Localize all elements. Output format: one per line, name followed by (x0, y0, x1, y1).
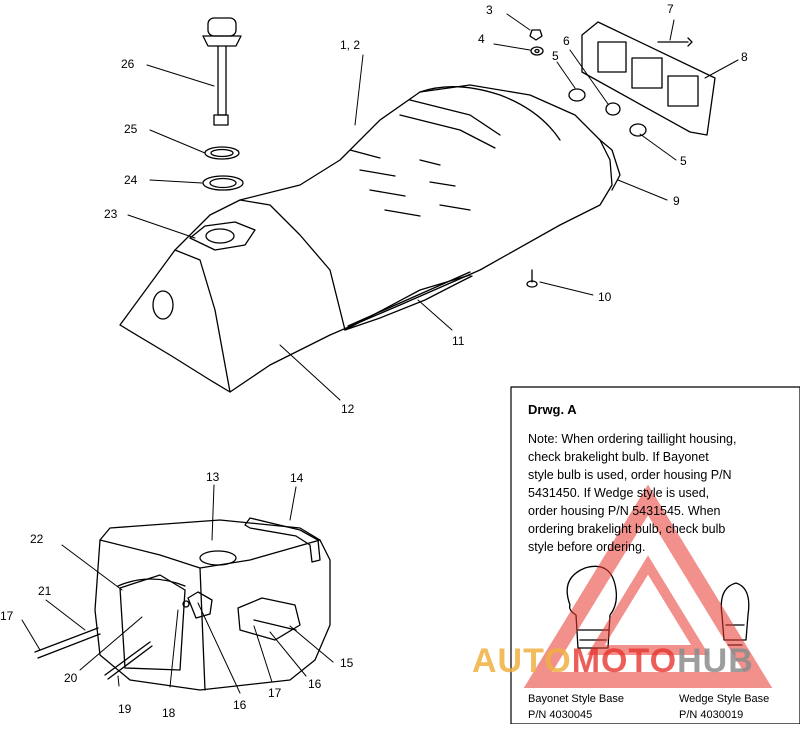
callout-9: 9 (673, 194, 680, 208)
fuel-lines (34, 619, 297, 680)
callout-19: 19 (118, 702, 132, 716)
watermark-auto: AUTO (472, 642, 572, 680)
taillight-lens (581, 21, 716, 136)
wedge-caption-name: Wedge Style Base (679, 693, 769, 705)
callout-17-right: 17 (268, 686, 282, 700)
watermark-hub: HUB (677, 642, 754, 680)
callout-4: 4 (478, 32, 485, 46)
callout-26: 26 (121, 57, 135, 71)
callout-17-left: 17 (0, 609, 14, 623)
fuel-tank (94, 519, 331, 691)
callout-16-lower: 16 (233, 698, 247, 712)
callout-1-2: 1, 2 (340, 38, 360, 52)
note-line: ordering brakelight bulb, check bulb (528, 522, 725, 536)
callout-22: 22 (30, 532, 44, 546)
note-line: style bulb is used, order housing P/N (528, 468, 732, 482)
note-line: Note: When ordering taillight housing, (528, 432, 736, 446)
callout-11: 11 (452, 334, 465, 348)
note-line: style before ordering. (528, 540, 645, 554)
callout-5-upper: 5 (552, 49, 559, 63)
seat-strap (344, 271, 473, 331)
note-line: 5431450. If Wedge style is used, (528, 486, 709, 500)
callout-14: 14 (290, 471, 304, 485)
leader-lines (21, 13, 739, 694)
fuel-cap (202, 17, 242, 126)
inset-title: Drwg. A (528, 402, 577, 417)
callout-7: 7 (667, 2, 674, 16)
watermark-text: AUTOMOTOHUB (472, 642, 754, 680)
nut-washer (529, 29, 544, 56)
watermark-moto: MOTO (572, 642, 677, 680)
callout-8: 8 (741, 50, 748, 64)
callout-3: 3 (486, 3, 493, 17)
gasket-24 (202, 175, 244, 191)
gasket-25 (204, 146, 240, 160)
tank-strap (244, 517, 321, 563)
callout-23: 23 (104, 207, 118, 221)
callout-24: 24 (124, 173, 138, 187)
callout-18: 18 (162, 706, 176, 720)
callout-21: 21 (38, 584, 52, 598)
screw-10 (526, 269, 538, 288)
tank-pads (117, 578, 213, 619)
bulbs (568, 88, 647, 137)
callout-20: 20 (64, 671, 78, 685)
wedge-caption-pn: P/N 4030019 (679, 709, 743, 721)
callout-15: 15 (340, 656, 354, 670)
callout-13: 13 (206, 470, 220, 484)
callout-25: 25 (124, 122, 138, 136)
bayonet-caption-name: Bayonet Style Base (528, 693, 624, 705)
watermark-logo (523, 484, 773, 688)
bayonet-caption-pn: P/N 4030045 (528, 709, 592, 721)
callout-6: 6 (563, 34, 570, 48)
fuel-filler-neck (189, 221, 256, 251)
note-line: order housing P/N 5431545. When (528, 504, 721, 518)
note-line: check brakelight bulb. If Bayonet (528, 450, 709, 464)
screw-7 (657, 37, 693, 47)
callout-16-right: 16 (308, 677, 322, 691)
callout-12: 12 (341, 402, 355, 416)
callout-10: 10 (598, 290, 612, 304)
callout-5-lower: 5 (680, 154, 687, 168)
inset-note: Note: When ordering taillight housing, c… (528, 432, 736, 554)
